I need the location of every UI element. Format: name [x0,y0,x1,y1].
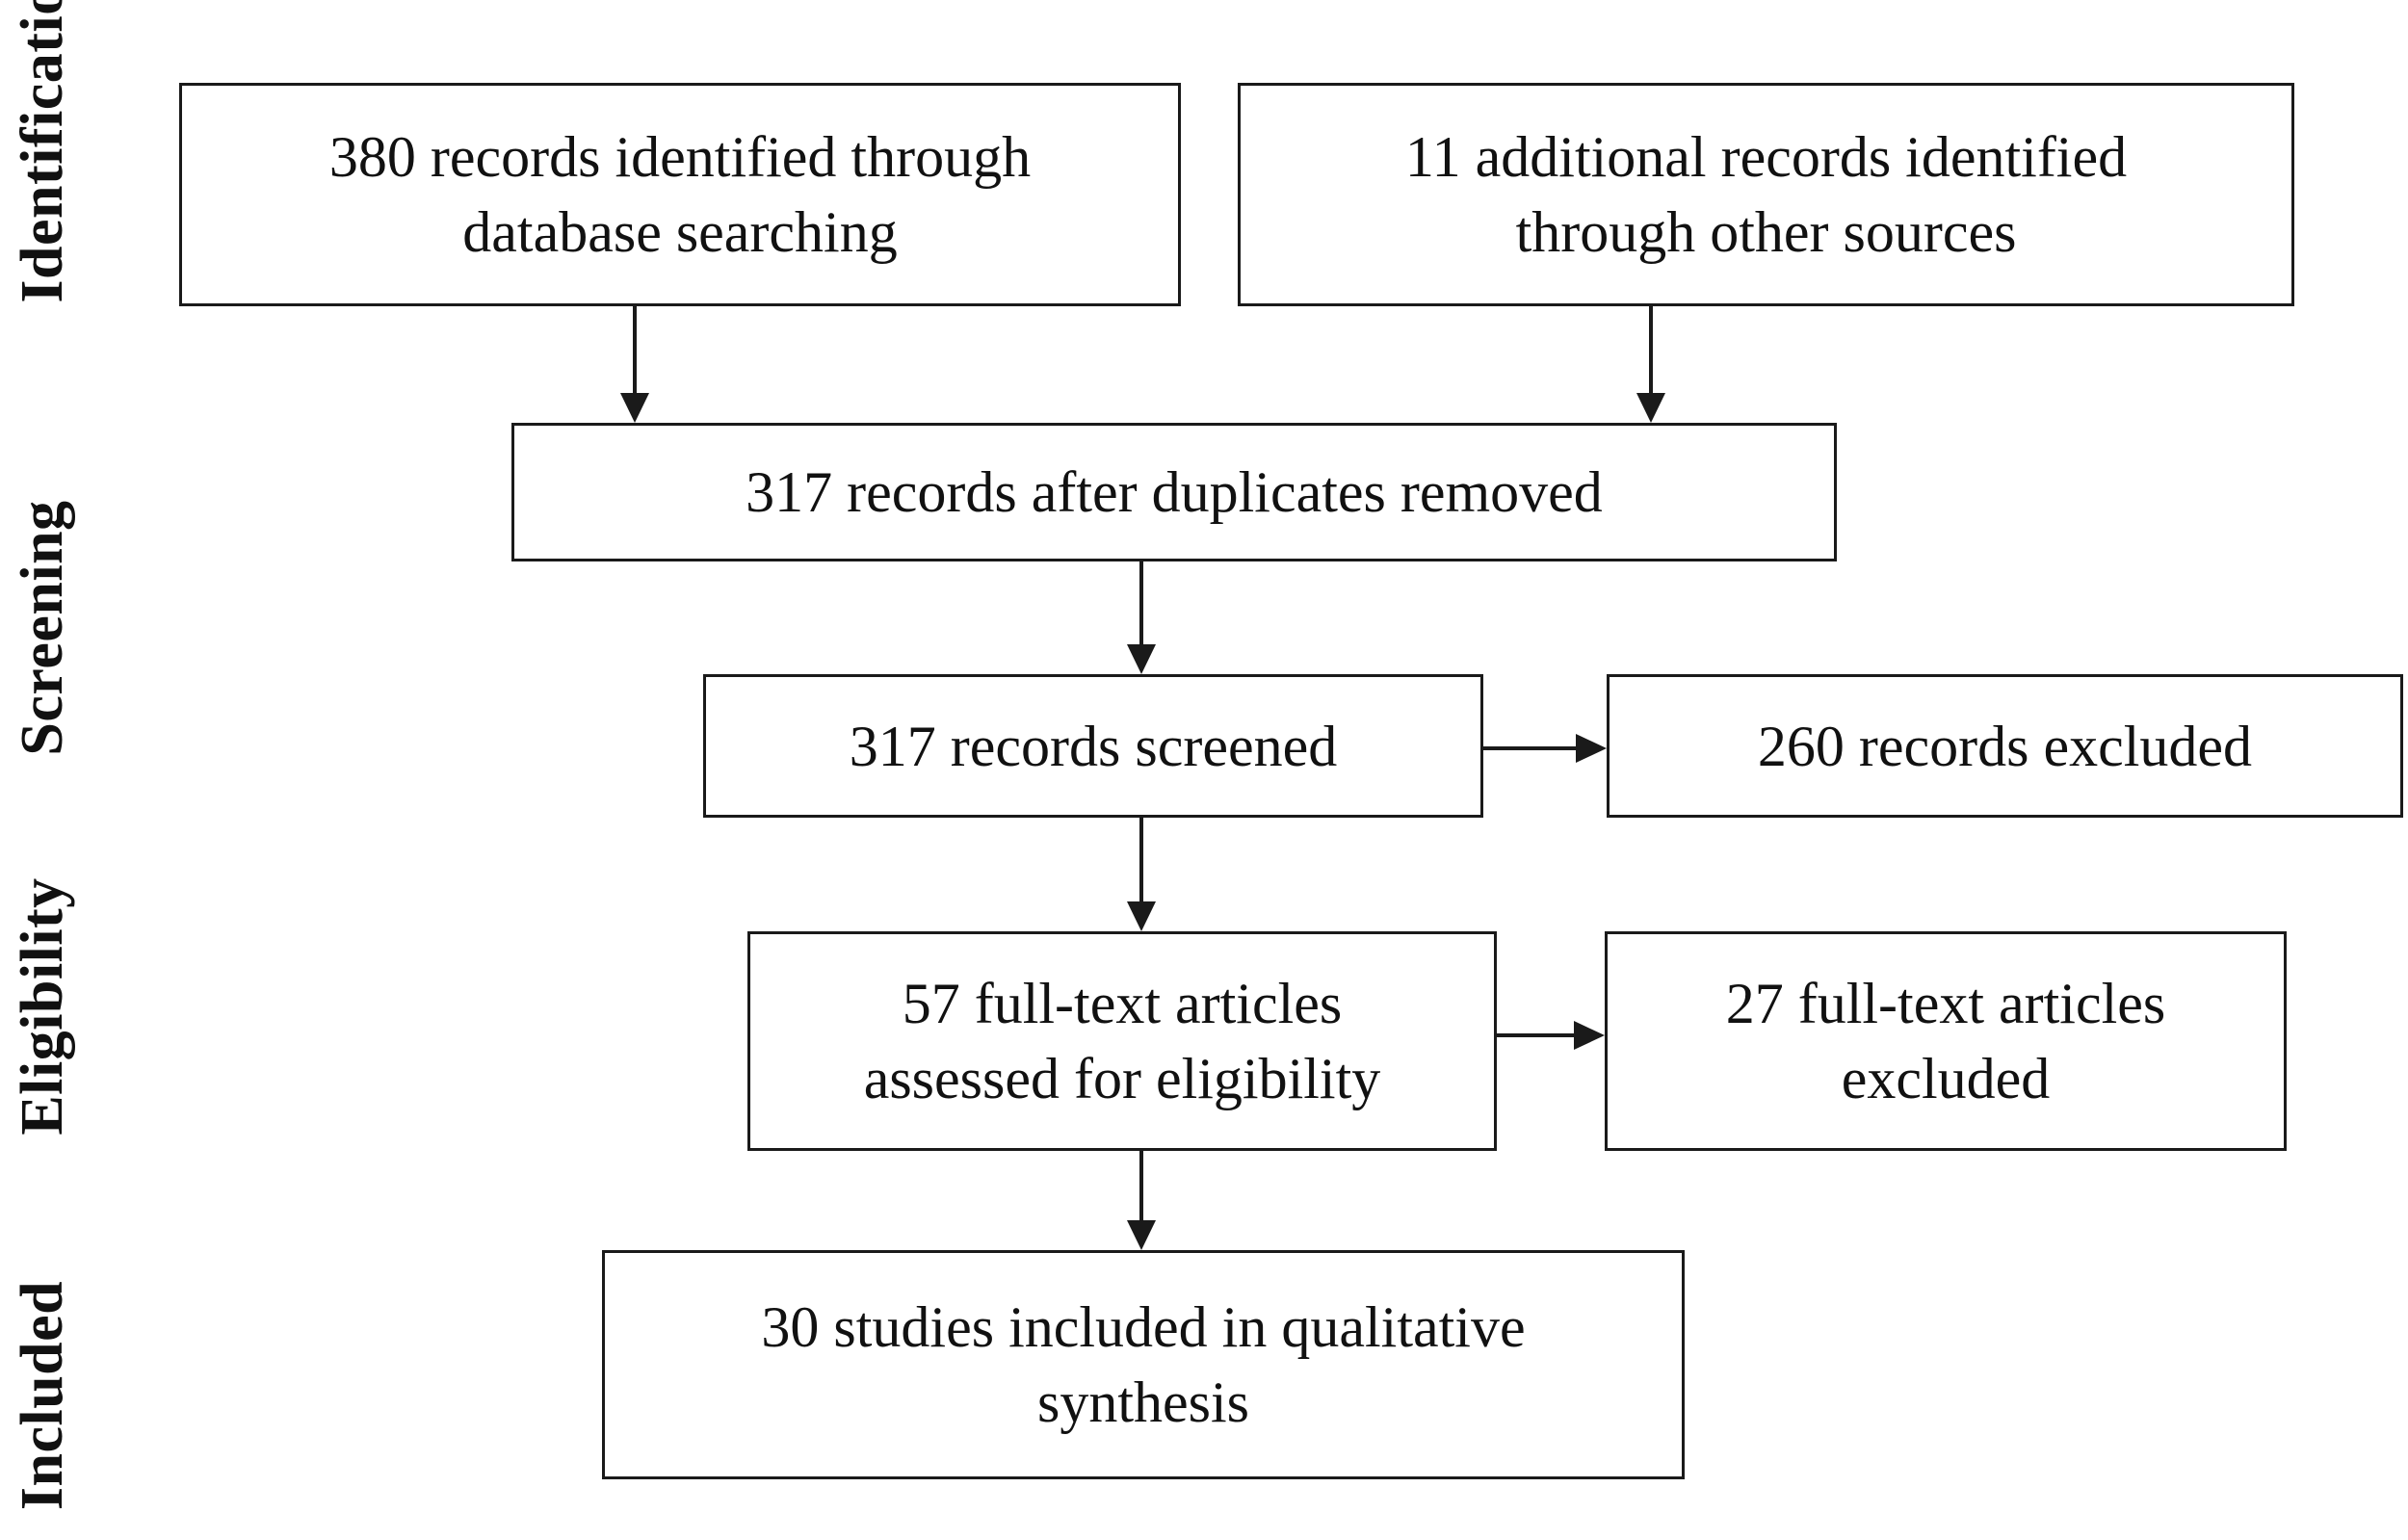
arrow-additional-to-dedup [1636,306,1665,423]
box-line: database searching [462,200,898,264]
box-line: 260 records excluded [1757,714,2253,778]
box-line: 11 additional records identified [1404,125,2128,189]
box-line: assessed for eligibility [863,1047,1381,1110]
box-line: excluded [1841,1047,2051,1110]
after-duplicates-box: 317 records after duplicates removed [511,423,1837,561]
additional-records-box: 11 additional records identified through… [1238,83,2294,306]
arrow-fulltext-to-included [1127,1151,1156,1250]
arrow-dedup-to-screened [1127,561,1156,674]
excluded-records-text: 260 records excluded [1758,709,2252,784]
fulltext-assessed-text: 57 full-text articles assessed for eligi… [864,966,1381,1116]
box-line: 317 records after duplicates removed [746,460,1603,524]
excluded-records-box: 260 records excluded [1607,674,2403,818]
box-line: 30 studies included in qualitative [761,1295,1526,1359]
included-studies-box: 30 studies included in qualitative synth… [602,1250,1685,1479]
database-records-text: 380 records identified through database … [329,119,1031,270]
box-line: through other sources [1515,200,2017,264]
arrow-screened-to-excluded [1483,734,1607,763]
arrow-fulltext-to-excluded [1497,1021,1605,1050]
box-line: 380 records identified through [328,125,1032,189]
box-line: synthesis [1036,1370,1250,1434]
screened-text: 317 records screened [850,709,1337,784]
fulltext-excluded-box: 27 full-text articles excluded [1605,931,2287,1151]
additional-records-text: 11 additional records identified through… [1405,119,2127,270]
screened-box: 317 records screened [703,674,1483,818]
arrow-screened-to-fulltext [1127,818,1156,931]
fulltext-assessed-box: 57 full-text articles assessed for eligi… [747,931,1497,1151]
included-studies-text: 30 studies included in qualitative synth… [761,1290,1525,1440]
fulltext-excluded-text: 27 full-text articles excluded [1726,966,2166,1116]
box-line: 57 full-text articles [902,972,1343,1035]
arrow-database-to-dedup [620,306,649,423]
after-duplicates-text: 317 records after duplicates removed [746,455,1603,530]
box-line: 27 full-text articles [1725,972,2166,1035]
database-records-box: 380 records identified through database … [179,83,1181,306]
box-line: 317 records screened [849,714,1338,778]
